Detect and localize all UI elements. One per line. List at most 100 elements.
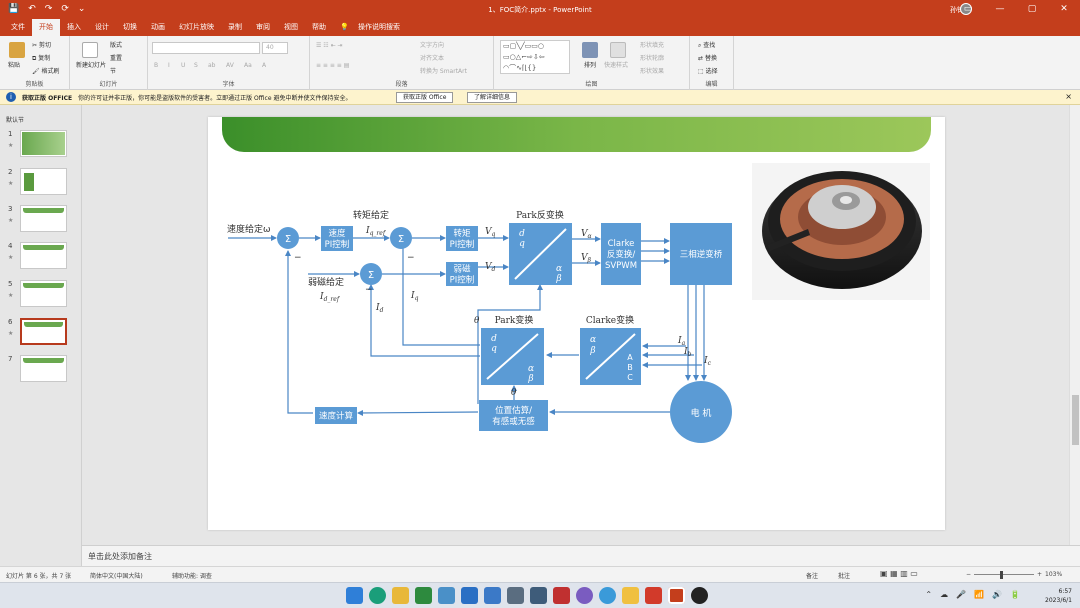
user-name[interactable]: 孙锋 bbox=[950, 6, 964, 14]
ribbon-display-icon[interactable]: ▭ bbox=[963, 4, 973, 14]
clock[interactable]: 6:57 2023/6/1 bbox=[1045, 587, 1072, 605]
text-direction-button[interactable]: 文字方向 bbox=[420, 42, 445, 49]
tab-slideshow[interactable]: 幻灯片放映 bbox=[179, 23, 214, 31]
new-slide-button[interactable]: 新建幻灯片 bbox=[76, 62, 107, 69]
shape-outline-button[interactable]: 形状轮廓 bbox=[640, 55, 665, 62]
learn-more-button[interactable]: 了解详细信息 bbox=[467, 92, 518, 103]
close-button[interactable]: ✕ bbox=[1060, 4, 1068, 14]
tab-view[interactable]: 视图 bbox=[284, 23, 298, 31]
tab-transitions[interactable]: 切换 bbox=[123, 23, 137, 31]
app-icon[interactable] bbox=[392, 587, 409, 604]
redo-icon[interactable]: ↷ bbox=[44, 4, 53, 14]
save-icon[interactable]: 💾 bbox=[8, 4, 20, 14]
copy-button[interactable]: ⧉ 复制 bbox=[32, 55, 51, 62]
shape-effects-button[interactable]: 形状效果 bbox=[640, 68, 665, 75]
zoom-slider-thumb[interactable] bbox=[1000, 571, 1003, 579]
select-button[interactable]: ⬚ 选择 bbox=[698, 68, 718, 75]
close-icon[interactable]: × bbox=[1065, 92, 1072, 101]
replace-button[interactable]: ⇄ 替换 bbox=[698, 55, 717, 62]
tab-help[interactable]: 帮助 bbox=[312, 23, 326, 31]
app-icon[interactable] bbox=[507, 587, 524, 604]
notes-pane[interactable]: 单击此处添加备注 bbox=[82, 545, 1080, 566]
zoom-slider[interactable] bbox=[974, 574, 1034, 575]
underline-button[interactable]: U bbox=[181, 62, 186, 69]
vertical-scrollbar[interactable] bbox=[1069, 105, 1080, 570]
edge-icon[interactable] bbox=[369, 587, 386, 604]
tab-file[interactable]: 文件 bbox=[11, 23, 25, 31]
tab-design[interactable]: 设计 bbox=[95, 23, 109, 31]
slide-thumbnail[interactable] bbox=[20, 205, 67, 232]
notes-button[interactable]: 备注 bbox=[806, 573, 819, 580]
reset-button[interactable]: 重置 bbox=[110, 55, 123, 62]
char-spacing-button[interactable]: ab bbox=[208, 62, 216, 69]
shape-fill-button[interactable]: 形状填充 bbox=[640, 42, 665, 49]
app-icon[interactable] bbox=[438, 587, 455, 604]
app-icon[interactable] bbox=[530, 587, 547, 604]
find-button[interactable]: ⌕ 查找 bbox=[698, 42, 716, 49]
app-icon[interactable] bbox=[599, 587, 616, 604]
slide-thumbnail[interactable] bbox=[20, 280, 67, 307]
start-icon[interactable] bbox=[346, 587, 363, 604]
spacing-button[interactable]: AV bbox=[226, 62, 234, 69]
notes-placeholder[interactable]: 单击此处添加备注 bbox=[88, 552, 152, 561]
smartart-button[interactable]: 转换为 SmartArt bbox=[420, 68, 467, 75]
bold-button[interactable]: B bbox=[154, 62, 159, 69]
arrange-button[interactable]: 排列 bbox=[584, 62, 597, 69]
pdf-icon[interactable] bbox=[645, 587, 662, 604]
tab-record[interactable]: 录制 bbox=[228, 23, 242, 31]
slide-thumbnail[interactable] bbox=[20, 242, 67, 269]
minimize-button[interactable]: — bbox=[995, 4, 1005, 14]
app-icon[interactable] bbox=[576, 587, 593, 604]
align-icons[interactable]: ≡ ≡ ≡ ≡ ▤ bbox=[316, 62, 350, 69]
font-size-field[interactable]: 40 bbox=[262, 42, 288, 54]
accessibility-status[interactable]: 辅助功能: 调查 bbox=[172, 573, 212, 580]
app-icon[interactable] bbox=[484, 587, 501, 604]
italic-button[interactable]: I bbox=[168, 62, 170, 69]
comments-button[interactable]: 批注 bbox=[838, 573, 851, 580]
battery-icon[interactable]: 🔋 bbox=[1010, 590, 1020, 599]
section-button[interactable]: 节 bbox=[110, 68, 117, 75]
tell-me-search[interactable]: 💡 操作说明搜索 bbox=[333, 19, 414, 36]
layout-button[interactable]: 版式 bbox=[110, 42, 123, 49]
slide-thumbnail[interactable] bbox=[20, 130, 67, 157]
cut-button[interactable]: ✂ 剪切 bbox=[32, 42, 51, 49]
paste-icon[interactable] bbox=[9, 42, 25, 58]
language-status[interactable]: 简体中文(中国大陆) bbox=[90, 573, 143, 580]
strikethrough-button[interactable]: S bbox=[194, 62, 198, 69]
paste-button[interactable]: 粘贴 bbox=[8, 62, 21, 69]
maximize-button[interactable]: ▢ bbox=[1027, 4, 1037, 14]
undo-icon[interactable]: ↶ bbox=[28, 4, 36, 14]
app-icon[interactable] bbox=[553, 587, 570, 604]
repeat-icon[interactable]: ⟳ bbox=[61, 4, 69, 14]
tab-home[interactable]: 开始 bbox=[32, 19, 60, 36]
zoom-in-icon[interactable]: + bbox=[1037, 571, 1043, 578]
zoom-level[interactable]: 103% bbox=[1045, 571, 1063, 578]
section-header[interactable]: 默认节 bbox=[6, 117, 25, 124]
wifi-icon[interactable]: 📶 bbox=[974, 590, 985, 599]
quick-styles-button[interactable]: 快速样式 bbox=[604, 62, 629, 69]
tab-review[interactable]: 审阅 bbox=[256, 23, 270, 31]
mic-icon[interactable]: 🎤 bbox=[956, 590, 967, 599]
chevron-up-icon[interactable]: ⌃ bbox=[925, 590, 933, 599]
slide-thumbnail[interactable] bbox=[20, 318, 67, 345]
zoom-out-icon[interactable]: − bbox=[966, 571, 972, 578]
tab-insert[interactable]: 插入 bbox=[67, 23, 81, 31]
quick-styles-icon[interactable] bbox=[610, 42, 626, 58]
tab-animations[interactable]: 动画 bbox=[151, 23, 165, 31]
volume-icon[interactable]: 🔊 bbox=[992, 590, 1003, 599]
avatar[interactable] bbox=[960, 3, 972, 15]
powerpoint-icon[interactable] bbox=[668, 587, 685, 604]
recorder-icon[interactable] bbox=[691, 587, 708, 604]
shapes-gallery[interactable]: ▭▢╲╱▭▭○▭○△⌐⇨⇩⇦◠⌒∿⌈⌊{} bbox=[500, 40, 570, 74]
scroll-thumb[interactable] bbox=[1072, 395, 1079, 445]
cloud-icon[interactable]: ☁ bbox=[940, 590, 949, 599]
new-slide-icon[interactable] bbox=[82, 42, 98, 58]
bullets-icon[interactable]: ☰ ☷ ⇤ ⇥ bbox=[316, 42, 343, 49]
format-painter-button[interactable]: 🖌 格式刷 bbox=[32, 68, 60, 75]
change-case-button[interactable]: Aa bbox=[244, 62, 252, 69]
view-icons[interactable]: ▣ ▦ ▥ ▭ bbox=[880, 569, 918, 578]
font-color-button[interactable]: A bbox=[262, 62, 267, 69]
app-icon[interactable] bbox=[415, 587, 432, 604]
slide-thumbnail[interactable] bbox=[20, 355, 67, 382]
